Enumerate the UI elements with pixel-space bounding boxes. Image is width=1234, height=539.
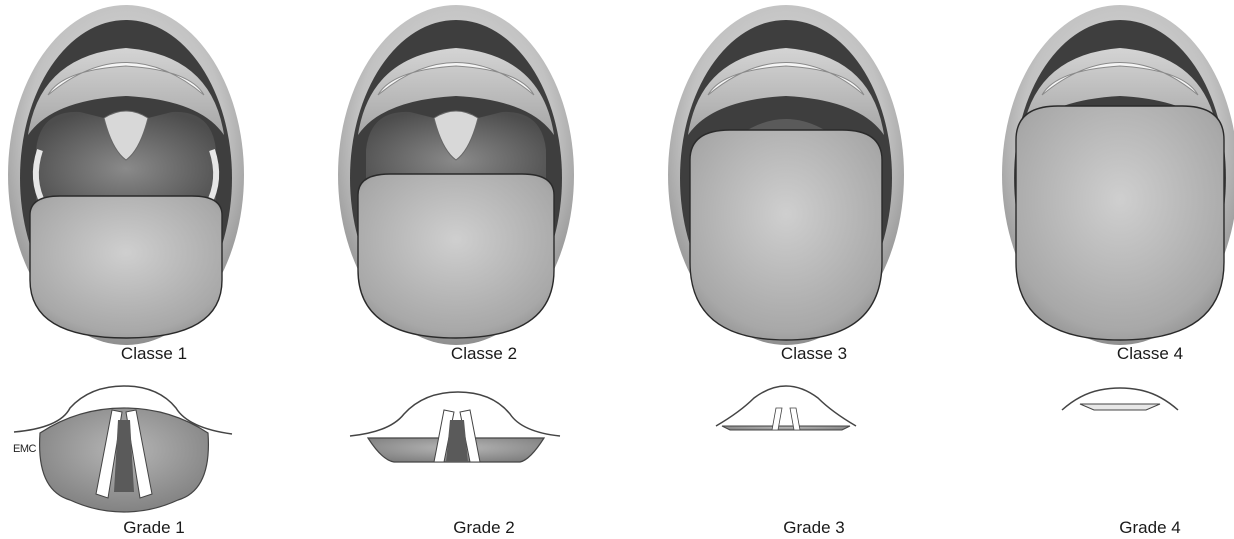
grade-label: Grade 2 <box>330 518 638 538</box>
grade-label: Grade 1 <box>0 518 308 538</box>
laryngoscopic-grade-1-illustration <box>0 0 308 539</box>
grade-label: Grade 4 <box>996 518 1234 538</box>
grade-label: Grade 3 <box>660 518 968 538</box>
laryngoscopic-grade-4-illustration <box>996 0 1234 539</box>
panel-2: Classe 2 Grade 2 <box>330 0 638 539</box>
panel-1: Classe 1 EMC Grade 1 <box>0 0 308 539</box>
panel-4: Classe 4 Grade 4 <box>996 0 1234 539</box>
panel-3: Classe 3 Grade 3 <box>660 0 968 539</box>
emc-annotation: EMC <box>13 443 36 455</box>
laryngoscopic-grade-3-illustration <box>660 0 968 539</box>
epiglottis <box>1080 404 1160 410</box>
laryngoscopic-grade-2-illustration <box>330 0 638 539</box>
larynx <box>722 426 850 430</box>
epiglottis-outline <box>716 386 856 426</box>
